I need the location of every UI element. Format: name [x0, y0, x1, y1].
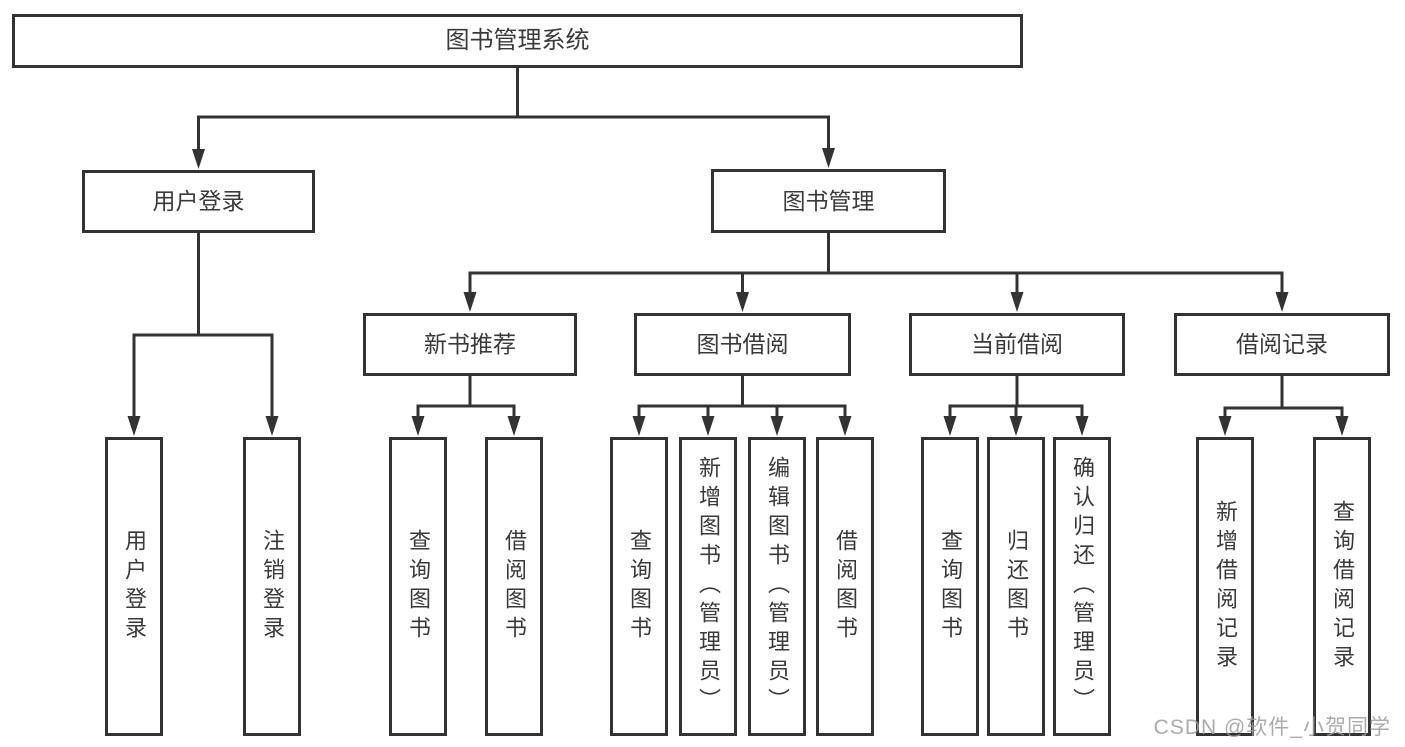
node-leaf-user-login: 用户登录 — [105, 437, 163, 736]
arrowhead-leaf-query-book-3 — [943, 416, 957, 436]
node-leaf-add-book: 新增图书（管理员） — [679, 437, 737, 736]
connector-leaf-query-borrow-record — [1280, 376, 1344, 418]
arrowhead-leaf-edit-book — [770, 416, 784, 436]
connector-leaf-borrow-book-2 — [741, 376, 847, 418]
connector-leaf-query-book-3 — [948, 376, 1019, 418]
connector-borrow-record — [827, 233, 1284, 294]
arrowhead-current-borrow — [1010, 292, 1024, 312]
node-book-mgmt: 图书管理 — [711, 169, 946, 233]
arrowhead-leaf-user-login — [127, 416, 141, 436]
node-leaf-borrow-book-1: 借阅图书 — [485, 437, 543, 736]
arrowhead-user-login — [192, 149, 205, 169]
connector-new-book-rec — [468, 233, 830, 294]
node-leaf-borrow-book-2: 借阅图书 — [816, 437, 874, 736]
node-leaf-confirm-return: 确认归还（管理员） — [1053, 437, 1111, 736]
connector-leaf-logout — [197, 233, 274, 418]
arrowhead-leaf-add-borrow-record — [1218, 416, 1232, 436]
arrowhead-new-book-rec — [463, 292, 477, 312]
arrowhead-leaf-query-borrow-record — [1335, 416, 1349, 436]
connector-leaf-add-book — [706, 376, 744, 418]
arrowhead-leaf-add-book — [701, 416, 715, 436]
connector-leaf-borrow-book-1 — [468, 376, 516, 418]
node-book-borrow: 图书借阅 — [634, 313, 851, 376]
node-current-borrow: 当前借阅 — [909, 313, 1125, 376]
node-leaf-logout: 注销登录 — [243, 437, 301, 736]
connector-leaf-query-book-1 — [416, 376, 472, 418]
arrowhead-leaf-query-book-2 — [632, 416, 646, 436]
node-user-login: 用户登录 — [82, 170, 315, 233]
connector-book-borrow — [741, 233, 830, 294]
arrowhead-leaf-logout — [265, 416, 279, 436]
connector-book-mgmt — [516, 68, 830, 150]
connector-leaf-add-borrow-record — [1223, 376, 1284, 418]
arrowhead-leaf-confirm-return — [1075, 416, 1089, 436]
arrowhead-borrow-record — [1275, 292, 1289, 312]
node-leaf-query-book-3: 查询图书 — [921, 437, 979, 736]
node-leaf-query-borrow-record: 查询借阅记录 — [1313, 437, 1371, 736]
node-leaf-query-book-2: 查询图书 — [610, 437, 668, 736]
arrowhead-leaf-borrow-book-1 — [507, 416, 521, 436]
arrowhead-leaf-return-book — [1009, 416, 1023, 436]
node-root: 图书管理系统 — [12, 14, 1023, 68]
arrowhead-book-borrow — [736, 292, 749, 312]
connector-current-borrow — [827, 233, 1019, 294]
arrowhead-book-mgmt — [822, 148, 835, 168]
node-borrow-record: 借阅记录 — [1174, 313, 1390, 376]
node-leaf-return-book: 归还图书 — [987, 437, 1045, 736]
node-leaf-query-book-1: 查询图书 — [389, 437, 447, 736]
connector-leaf-query-book-2 — [637, 376, 744, 418]
connector-leaf-user-login — [132, 233, 200, 418]
connector-leaf-confirm-return — [1015, 376, 1084, 418]
arrowhead-leaf-query-book-1 — [411, 416, 425, 436]
connector-leaf-edit-book — [741, 376, 779, 418]
node-leaf-edit-book: 编辑图书（管理员） — [748, 437, 806, 736]
arrowhead-leaf-borrow-book-2 — [838, 416, 852, 436]
node-leaf-add-borrow-record: 新增借阅记录 — [1196, 437, 1254, 736]
node-new-book-rec: 新书推荐 — [363, 313, 577, 376]
connector-user-login — [197, 68, 519, 151]
